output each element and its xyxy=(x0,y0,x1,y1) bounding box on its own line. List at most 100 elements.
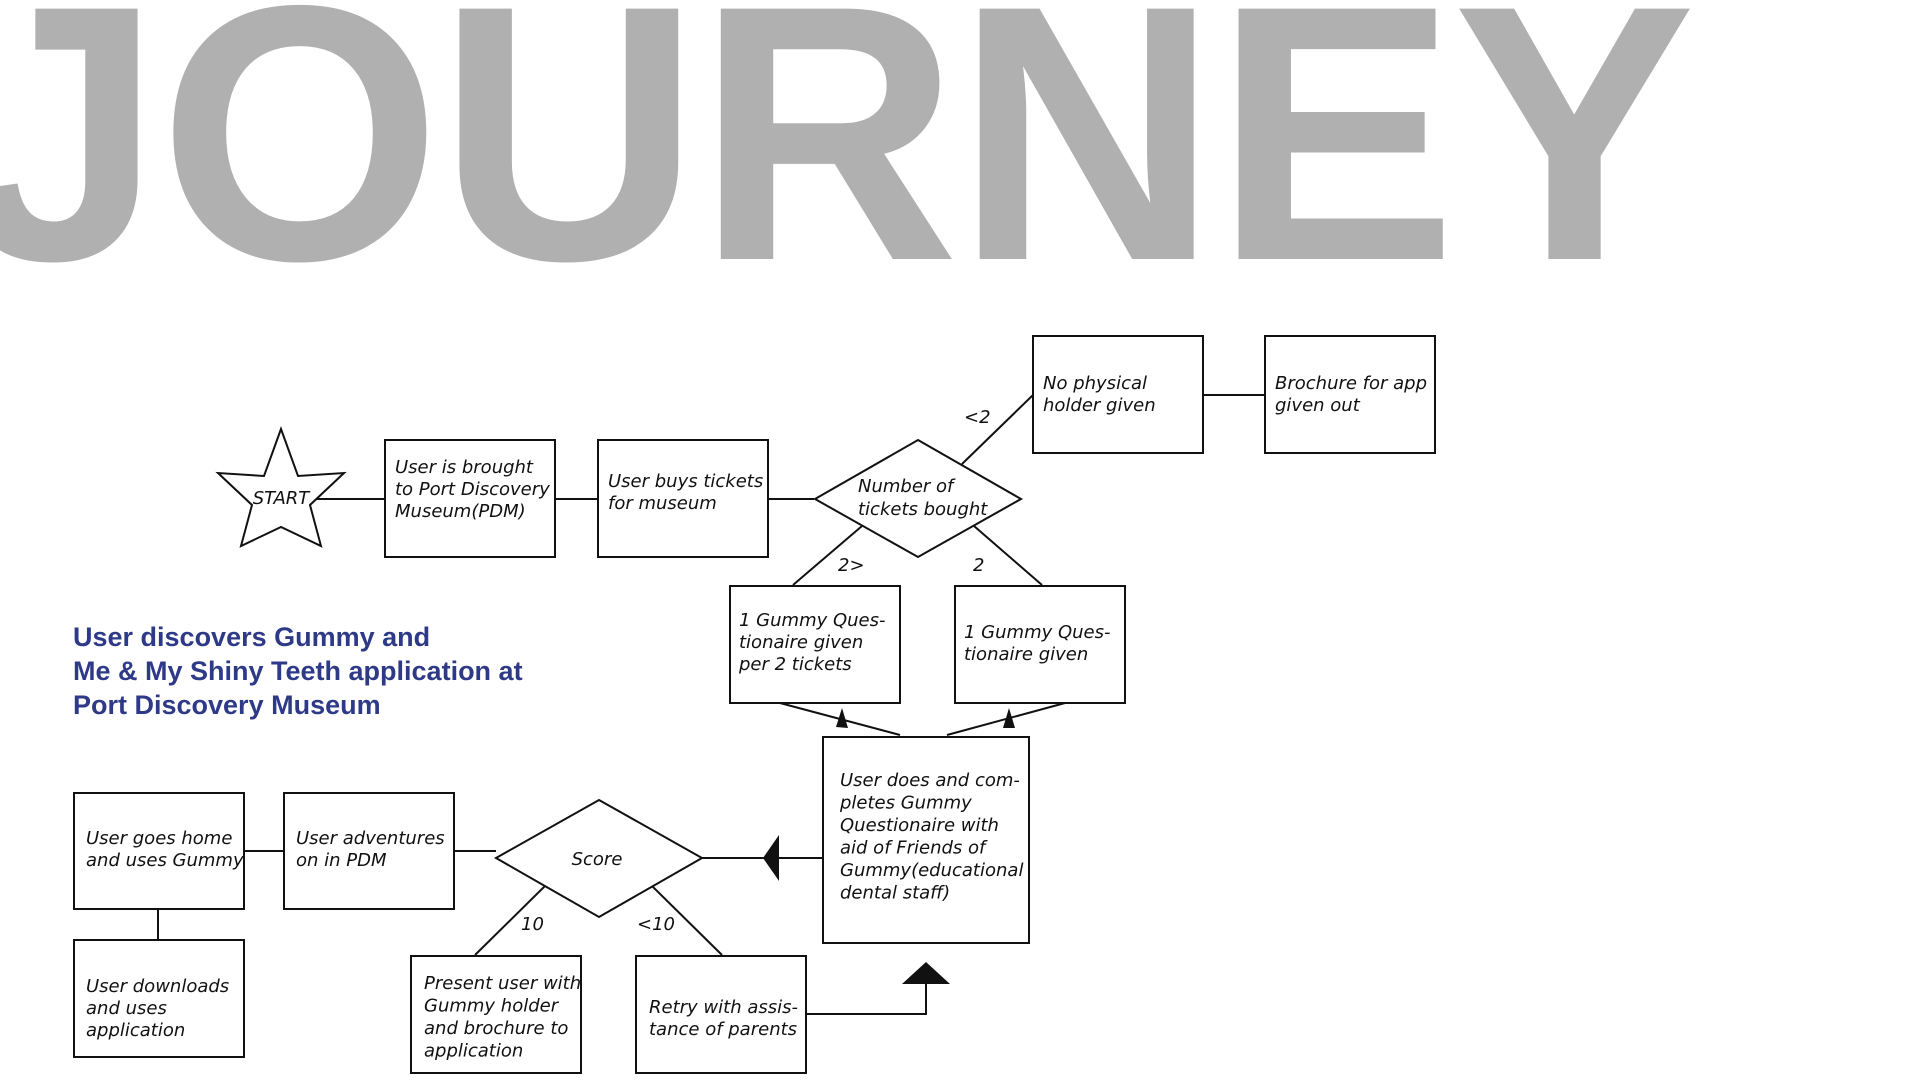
arrowhead-into-score xyxy=(763,835,779,881)
arrowhead-qone-completes xyxy=(1003,708,1015,728)
node-tickets-line: tickets bought xyxy=(858,499,988,520)
node-present-line: application xyxy=(424,1041,523,1062)
connector-tickets-qper2 xyxy=(792,525,863,586)
node-brochure-line: given out xyxy=(1275,395,1361,416)
star-shape xyxy=(215,426,347,548)
node-downloads-line: application xyxy=(86,1020,185,1041)
node-no-holder-text: No physical holder given xyxy=(1043,373,1156,416)
node-retry-box xyxy=(635,955,807,1074)
node-completes: User does and com- pletes Gummy Question… xyxy=(822,736,1030,944)
diagram-subtitle: User discovers Gummy and Me & My Shiny T… xyxy=(73,620,523,722)
node-start: START xyxy=(215,426,347,548)
node-buys-line: User buys tickets xyxy=(608,471,763,492)
node-present-line: Gummy holder xyxy=(424,996,560,1017)
connectors xyxy=(157,394,1265,1015)
subtitle-line: Port Discovery Museum xyxy=(73,690,381,720)
node-q-one-line: tionaire given xyxy=(964,644,1088,665)
node-buys: User buys tickets for museum xyxy=(597,439,769,558)
node-q-per2-text: 1 Gummy Ques- tionaire given per 2 ticke… xyxy=(738,610,891,675)
node-brought: User is brought to Port Discovery Museum… xyxy=(384,439,556,558)
node-completes-box xyxy=(822,736,1030,944)
node-present-text: Present user with Gummy holder and broch… xyxy=(424,973,587,1062)
node-tickets: Number of tickets bought xyxy=(812,438,1024,559)
node-brochure: Brochure for app given out xyxy=(1264,335,1436,454)
node-completes-line: dental staff) xyxy=(840,883,950,904)
node-brought-line: User is brought xyxy=(395,457,534,478)
node-downloads-line: User downloads xyxy=(86,976,229,997)
node-completes-line: User does and com- xyxy=(840,770,1020,791)
node-downloads-box xyxy=(73,939,245,1058)
arrowhead-into-completes-bottom xyxy=(902,962,950,984)
node-q-one-line: 1 Gummy Ques- xyxy=(964,622,1111,643)
node-start-label: START xyxy=(253,488,312,509)
node-score: Score xyxy=(493,798,705,919)
subtitle-line: Me & My Shiny Teeth application at xyxy=(73,656,523,686)
connector-score-present xyxy=(474,885,546,956)
connector-tickets-noholder xyxy=(961,394,1034,465)
node-tickets-diamond xyxy=(812,438,1024,559)
node-q-one-text: 1 Gummy Ques- tionaire given xyxy=(964,622,1116,665)
node-present-line: Present user with xyxy=(424,973,581,994)
edge-label-10: 10 xyxy=(521,914,544,935)
node-q-per2: 1 Gummy Ques- tionaire given per 2 ticke… xyxy=(729,585,901,704)
node-brought-line: to Port Discovery xyxy=(395,479,550,500)
node-retry-line: tance of parents xyxy=(649,1019,797,1040)
hero-title: JOURNEY xyxy=(0,0,1696,337)
node-present-box xyxy=(410,955,582,1074)
edge-label-gt2: 2> xyxy=(838,555,865,576)
edge-label-eq2: 2 xyxy=(973,555,984,576)
node-completes-text: User does and com- pletes Gummy Question… xyxy=(839,770,1029,904)
node-present: Present user with Gummy holder and broch… xyxy=(410,955,587,1074)
node-q-one: 1 Gummy Ques- tionaire given xyxy=(954,585,1126,704)
node-score-label: Score xyxy=(572,849,623,870)
node-completes-line: aid of Friends of xyxy=(840,838,988,859)
node-buys-text: User buys tickets for museum xyxy=(608,471,769,514)
node-no-holder-line: holder given xyxy=(1043,395,1156,416)
node-no-holder-box xyxy=(1032,335,1204,454)
node-retry-text: Retry with assis- tance of parents xyxy=(649,997,804,1040)
arrowhead-qper2-completes xyxy=(836,708,848,728)
node-no-holder-line: No physical xyxy=(1043,373,1147,394)
node-buys-line: for museum xyxy=(608,493,717,514)
node-adventures-box xyxy=(283,792,455,910)
node-retry-line: Retry with assis- xyxy=(649,997,798,1018)
arrowheads xyxy=(763,708,1015,984)
node-brought-box xyxy=(384,439,556,558)
connector-tickets-qone xyxy=(973,525,1043,586)
node-present-line: and brochure to xyxy=(424,1018,568,1039)
node-no-holder: No physical holder given xyxy=(1032,335,1204,454)
node-tickets-text: Number of tickets bought xyxy=(858,476,988,520)
edge-label-lt2: <2 xyxy=(964,407,991,428)
node-adventures-line: User adventures xyxy=(296,828,445,849)
node-downloads-line: and uses xyxy=(86,998,167,1019)
edge-label-lt10: <10 xyxy=(637,914,675,935)
node-brought-line: Museum(PDM) xyxy=(395,501,526,522)
node-q-per2-line: per 2 tickets xyxy=(738,654,852,675)
node-home-text: User goes home and uses Gummy xyxy=(86,828,244,871)
node-downloads: User downloads and uses application xyxy=(73,939,245,1058)
node-home-line: User goes home xyxy=(86,828,232,849)
node-brochure-box xyxy=(1264,335,1436,454)
connector-retry-completes xyxy=(806,980,927,1015)
connector-score-retry xyxy=(651,885,723,956)
node-tickets-line: Number of xyxy=(858,476,956,497)
node-q-per2-line: tionaire given xyxy=(739,632,863,653)
node-completes-line: pletes Gummy xyxy=(839,793,972,814)
node-q-per2-line: 1 Gummy Ques- xyxy=(739,610,886,631)
node-q-per2-box xyxy=(729,585,901,704)
node-buys-box xyxy=(597,439,769,558)
edge-labels: <2 2> 2 10 <10 xyxy=(521,407,991,935)
node-adventures-line: on in PDM xyxy=(296,850,387,871)
node-completes-line: Gummy(educational xyxy=(840,860,1023,881)
subtitle-line: User discovers Gummy and xyxy=(73,622,431,652)
node-brochure-line: Brochure for app xyxy=(1275,373,1427,394)
node-completes-line: Questionaire with xyxy=(840,815,999,836)
node-q-one-box xyxy=(954,585,1126,704)
node-brought-text: User is brought to Port Discovery Museum… xyxy=(395,457,556,522)
node-adventures-text: User adventures on in PDM xyxy=(296,828,450,871)
node-brochure-text: Brochure for app given out xyxy=(1275,373,1433,416)
node-home-box xyxy=(73,792,245,910)
node-downloads-text: User downloads and uses application xyxy=(86,976,235,1041)
node-home: User goes home and uses Gummy xyxy=(73,792,245,910)
